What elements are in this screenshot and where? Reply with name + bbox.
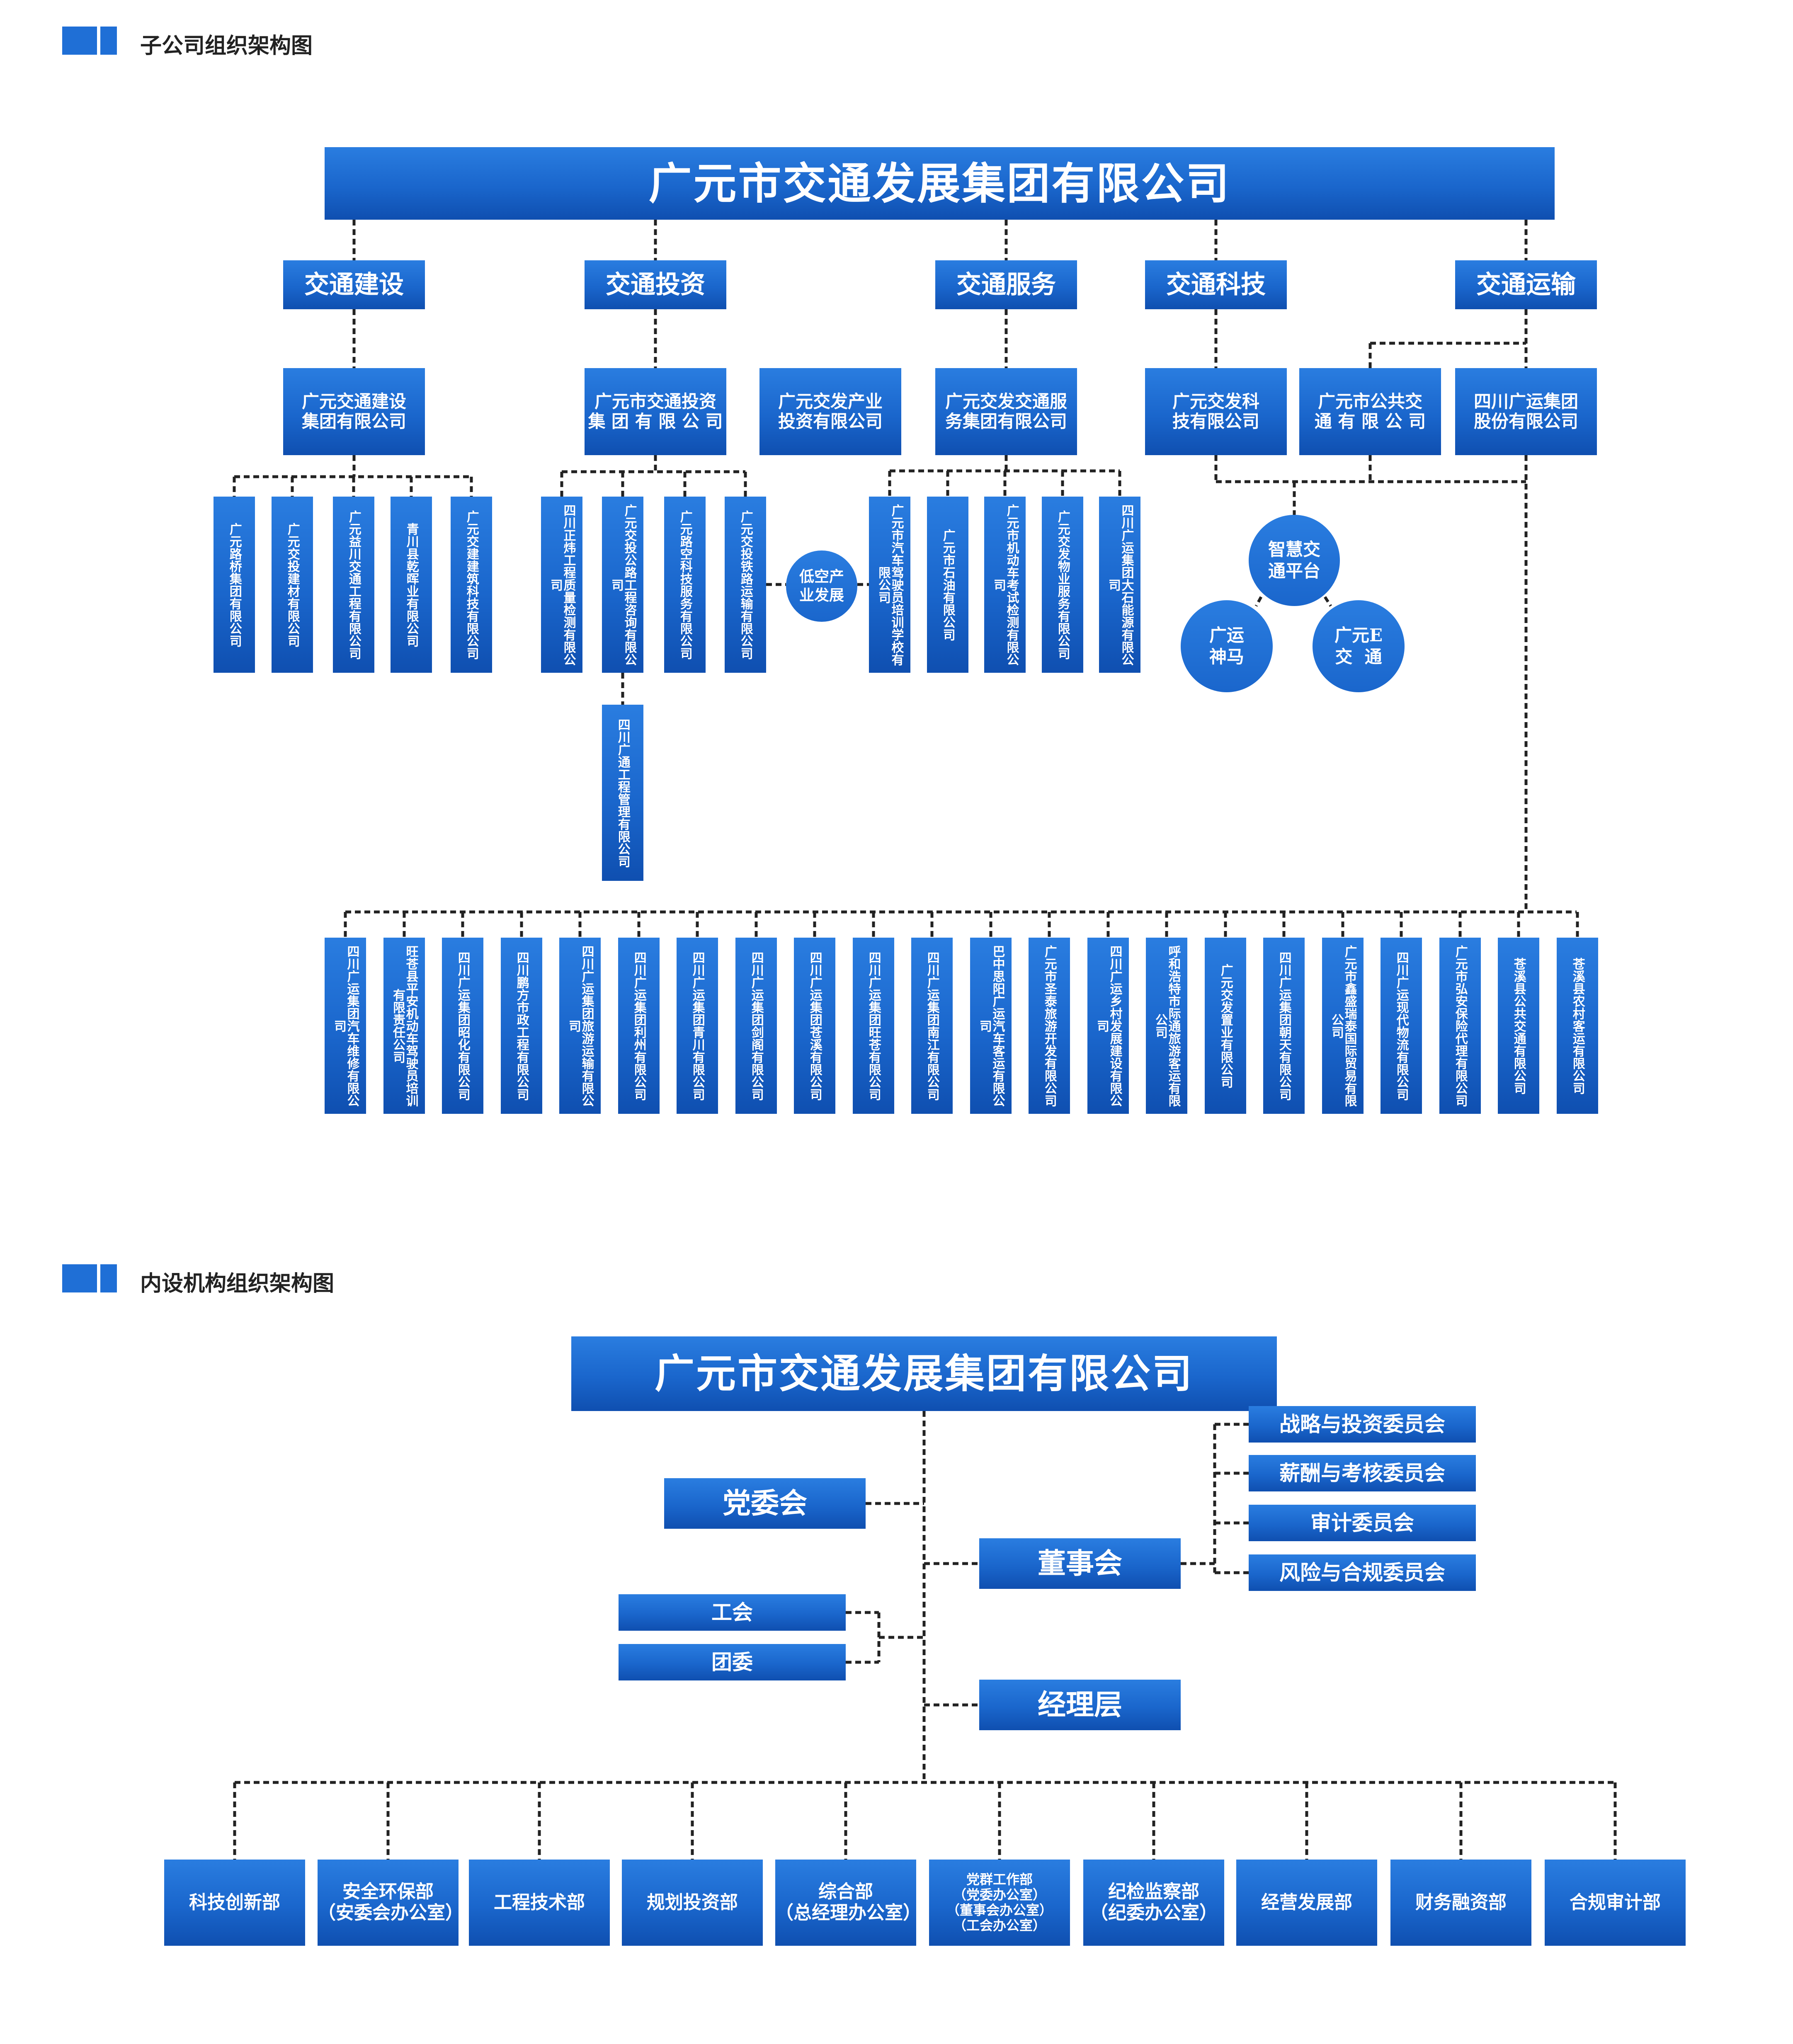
investment-subsidiary-box: 广元交投铁路运输有限公司 (725, 497, 766, 673)
transport-subsidiary-box: 四川广运乡村发展建设有限公司 (1087, 938, 1129, 1114)
transport-subsidiary-box: 苍溪县公共交通有限公司 (1498, 938, 1539, 1114)
company-technology: 广元交发科 技有限公司 (1145, 368, 1287, 455)
construction-subsidiary-box: 青川县乾晖业有限公司 (391, 497, 432, 673)
transport-subsidiary-box: 四川广运集团汽车维修有限公司 (325, 938, 366, 1114)
transport-subsidiary-box: 四川广运集团南江有限公司 (911, 938, 953, 1114)
service-subsidiary-box: 广元市石油有限公司 (927, 497, 968, 673)
transport-subsidiary-box: 四川广运集团旺苍有限公司 (853, 938, 894, 1114)
youth-league-box: 团委 (619, 1644, 846, 1680)
transport-subsidiary-box: 四川广运现代物流有限公司 (1381, 938, 1422, 1114)
labor-union-box: 工会 (619, 1594, 846, 1631)
construction-subsidiary-box: 广元路桥集团有限公司 (214, 497, 255, 673)
transport-subsidiary-box: 巴中思阳广运汽车客运有限公司 (970, 938, 1012, 1114)
service-subsidiary-box: 广元市汽车驾驶员培训学校有限公司 (869, 497, 910, 673)
department-box: 财务融资部 (1390, 1860, 1531, 1946)
guangyuan-e-transport-circle: 广元E 交 通 (1313, 600, 1405, 692)
transport-subsidiary-box: 四川广运集团苍溪有限公司 (794, 938, 835, 1114)
construction-subsidiary-box: 广元交建建筑科技有限公司 (451, 497, 492, 673)
category-service: 交通服务 (935, 260, 1077, 309)
department-box: 工程技术部 (469, 1860, 610, 1946)
transport-subsidiary-box: 四川广运集团青川有限公司 (677, 938, 718, 1114)
section1-title: 子公司组织架构图 (140, 34, 313, 58)
section-icon (62, 1263, 120, 1293)
company-industry-investment: 广元交发产业 投资有限公司 (759, 368, 901, 455)
category-construction: 交通建设 (283, 260, 425, 309)
transport-subsidiary-box: 广元市鑫盛瑞泰国际贸易有限公司 (1322, 938, 1364, 1114)
transport-subsidiary-box: 呼和浩特市际通旅游客运有限公司 (1146, 938, 1187, 1114)
company-guangyun-group: 四川广运集团 股份有限公司 (1455, 368, 1597, 455)
board-committee-box: 薪酬与考核委员会 (1249, 1455, 1476, 1491)
department-box: 综合部 （总经理办公室） (775, 1860, 921, 1946)
department-box: 科技创新部 (164, 1860, 305, 1946)
department-box: 党群工作部 （党委办公室） （董事会办公室） （工会办公室） (929, 1860, 1070, 1946)
guangyun-shenma-circle: 广运 神马 (1181, 600, 1273, 692)
company-public-transit: 广元市公共交 通 有 限 公 司 (1299, 368, 1441, 455)
board-of-directors-box: 董事会 (979, 1538, 1181, 1589)
group-root-title: 广元市交通发展集团有限公司 (325, 147, 1555, 220)
service-subsidiary-box: 四川广运集团大石能源有限公司 (1099, 497, 1140, 673)
department-box: 纪检监察部 （纪委办公室） (1083, 1860, 1224, 1946)
investment-subsidiary-box: 四川正炜工程质量检测有限公司 (541, 497, 582, 673)
investment-sub2-box: 四川广通工程管理有限公司 (602, 705, 643, 881)
transport-subsidiary-box: 苍溪县农村客运有限公司 (1557, 938, 1598, 1114)
smart-transport-platform-circle: 智慧交 通平台 (1249, 515, 1340, 606)
investment-subsidiary-box: 广元交投公路工程咨询有限公司 (602, 497, 643, 673)
category-investment: 交通投资 (585, 260, 726, 309)
transport-subsidiary-box: 旺苍县平安机动车驾驶员培训有限责任公司 (383, 938, 425, 1114)
category-transport: 交通运输 (1455, 260, 1597, 309)
service-subsidiary-box: 广元交发物业服务有限公司 (1042, 497, 1083, 673)
connector-line (1324, 596, 1332, 607)
transport-subsidiary-box: 广元交发置业有限公司 (1205, 938, 1246, 1114)
connector-line (1254, 596, 1263, 607)
board-committee-box: 审计委员会 (1249, 1505, 1476, 1541)
section2-title: 内设机构组织架构图 (140, 1271, 335, 1296)
investment-subsidiary-box: 广元路空科技服务有限公司 (664, 497, 706, 673)
department-box: 规划投资部 (622, 1860, 763, 1946)
company-construction-group: 广元交通建设 集团有限公司 (283, 368, 425, 455)
board-committee-box: 战略与投资委员会 (1249, 1406, 1476, 1443)
transport-subsidiary-box: 四川广运集团朝天有限公司 (1263, 938, 1305, 1114)
department-box: 合规审计部 (1545, 1860, 1686, 1946)
company-service-group: 广元交发交通服 务集团有限公司 (935, 368, 1077, 455)
transport-subsidiary-box: 四川广运集团旅游运输有限公司 (559, 938, 601, 1114)
transport-subsidiary-box: 四川广运集团昭化有限公司 (442, 938, 483, 1114)
transport-subsidiary-box: 四川广运集团利州有限公司 (618, 938, 660, 1114)
board-committee-box: 风险与合规委员会 (1249, 1554, 1476, 1591)
internal-root-title: 广元市交通发展集团有限公司 (571, 1336, 1277, 1411)
transport-subsidiary-box: 广元市弘安保险代理有限公司 (1439, 938, 1481, 1114)
company-investment-group: 广元市交通投资 集 团 有 限 公 司 (585, 368, 726, 455)
section-icon (62, 26, 120, 56)
transport-subsidiary-box: 四川广运集团剑阁有限公司 (735, 938, 777, 1114)
department-box: 安全环保部 （安委会办公室） (318, 1860, 463, 1946)
party-committee-box: 党委会 (664, 1478, 866, 1529)
service-subsidiary-box: 广元市机动车考试检测有限公司 (984, 497, 1026, 673)
management-box: 经理层 (979, 1680, 1181, 1730)
category-technology: 交通科技 (1145, 260, 1287, 309)
transport-subsidiary-box: 四川鹏方市政工程有限公司 (501, 938, 542, 1114)
transport-subsidiary-box: 广元市圣泰旅游开发有限公司 (1029, 938, 1070, 1114)
department-box: 经营发展部 (1236, 1860, 1377, 1946)
low-altitude-industry-circle: 低空产 业发展 (786, 550, 857, 622)
construction-subsidiary-box: 广元交投建材有限公司 (272, 497, 313, 673)
construction-subsidiary-box: 广元益川交通工程有限公司 (333, 497, 374, 673)
